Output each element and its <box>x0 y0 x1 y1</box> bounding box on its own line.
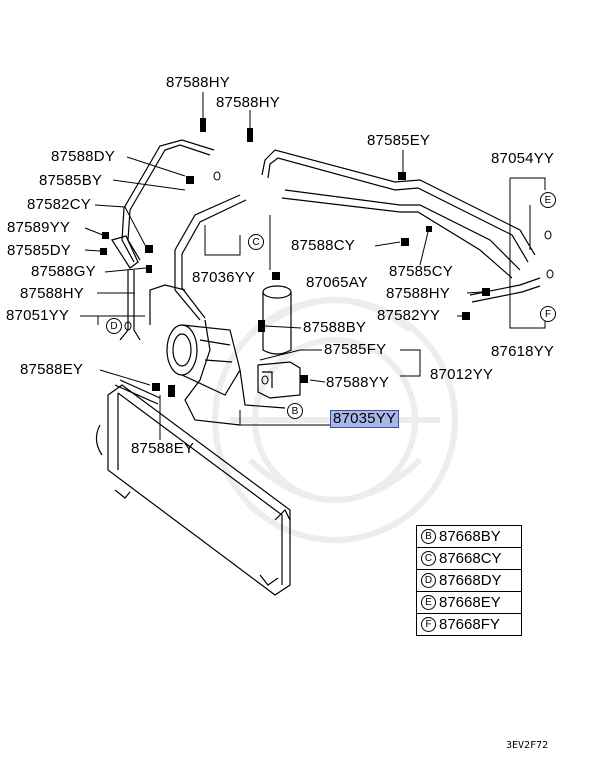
part-label-87582yy[interactable]: 87582YY <box>377 307 441 324</box>
legend-part[interactable]: 87668BY <box>439 528 501 545</box>
part-label-87065ay[interactable]: 87065AY <box>306 274 369 291</box>
part-label-87036yy[interactable]: 87036YY <box>192 269 256 286</box>
part-label-87051yy[interactable]: 87051YY <box>6 307 70 324</box>
o-rings <box>124 171 554 385</box>
callout-f: F <box>540 306 556 322</box>
legend-table: B 87668BY C 87668CY D 87668DY E 87668EY … <box>416 525 522 636</box>
legend-letter: B <box>421 529 436 544</box>
callout-b: B <box>287 403 303 419</box>
legend-part[interactable]: 87668DY <box>439 572 502 589</box>
part-label-87582cy[interactable]: 87582CY <box>27 196 91 213</box>
diagram-code: 3EV2F72 <box>506 740 549 751</box>
part-label-87054yy[interactable]: 87054YY <box>491 150 555 167</box>
receiver-drier <box>262 285 292 355</box>
legend-row: E 87668EY <box>417 592 521 614</box>
part-label-87588gy[interactable]: 87588GY <box>31 263 96 280</box>
legend-letter: D <box>421 573 436 588</box>
part-label-87589yy[interactable]: 87589YY <box>7 219 71 236</box>
legend-letter: F <box>421 617 436 632</box>
part-label-87585dy[interactable]: 87585DY <box>7 242 71 259</box>
legend-letter: C <box>421 551 436 566</box>
part-label-87588dy[interactable]: 87588DY <box>51 148 115 165</box>
callout-c: C <box>248 234 264 250</box>
part-label-87588by[interactable]: 87588BY <box>303 319 367 336</box>
leader-lines <box>80 92 546 440</box>
part-label-87585ey[interactable]: 87585EY <box>367 132 431 149</box>
part-label-87012yy[interactable]: 87012YY <box>430 366 494 383</box>
part-label-87585cy[interactable]: 87585CY <box>389 263 453 280</box>
part-label-87585by[interactable]: 87585BY <box>39 172 103 189</box>
legend-part[interactable]: 87668EY <box>439 594 501 611</box>
legend-row: C 87668CY <box>417 548 521 570</box>
compressor <box>166 324 241 396</box>
pipe-suction <box>149 194 247 426</box>
left-bracket <box>111 235 139 269</box>
part-label-87588hy[interactable]: 87588HY <box>386 285 450 302</box>
callout-d: D <box>106 318 122 334</box>
condenser <box>95 384 291 596</box>
part-label-87588cy[interactable]: 87588CY <box>291 237 355 254</box>
part-label-87588ey[interactable]: 87588EY <box>131 440 195 457</box>
part-label-87588hy[interactable]: 87588HY <box>166 74 230 91</box>
part-label-87618yy[interactable]: 87618YY <box>491 343 555 360</box>
legend-row: B 87668BY <box>417 526 521 548</box>
fasteners <box>100 118 490 397</box>
legend-letter: E <box>421 595 436 610</box>
callout-e: E <box>540 192 556 208</box>
part-label-87588yy[interactable]: 87588YY <box>326 374 390 391</box>
legend-row: F 87668FY <box>417 614 521 635</box>
legend-part[interactable]: 87668CY <box>439 550 502 567</box>
legend-part[interactable]: 87668FY <box>439 616 500 633</box>
part-label-87588hy[interactable]: 87588HY <box>20 285 84 302</box>
part-label-87588ey[interactable]: 87588EY <box>20 361 84 378</box>
part-label-87585fy[interactable]: 87585FY <box>324 341 387 358</box>
bracket <box>257 361 301 399</box>
legend-row: D 87668DY <box>417 570 521 592</box>
part-label-87035yy-highlighted[interactable]: 87035YY <box>329 410 400 428</box>
part-label-87588hy[interactable]: 87588HY <box>216 94 280 111</box>
pipe-discharge <box>239 369 286 409</box>
